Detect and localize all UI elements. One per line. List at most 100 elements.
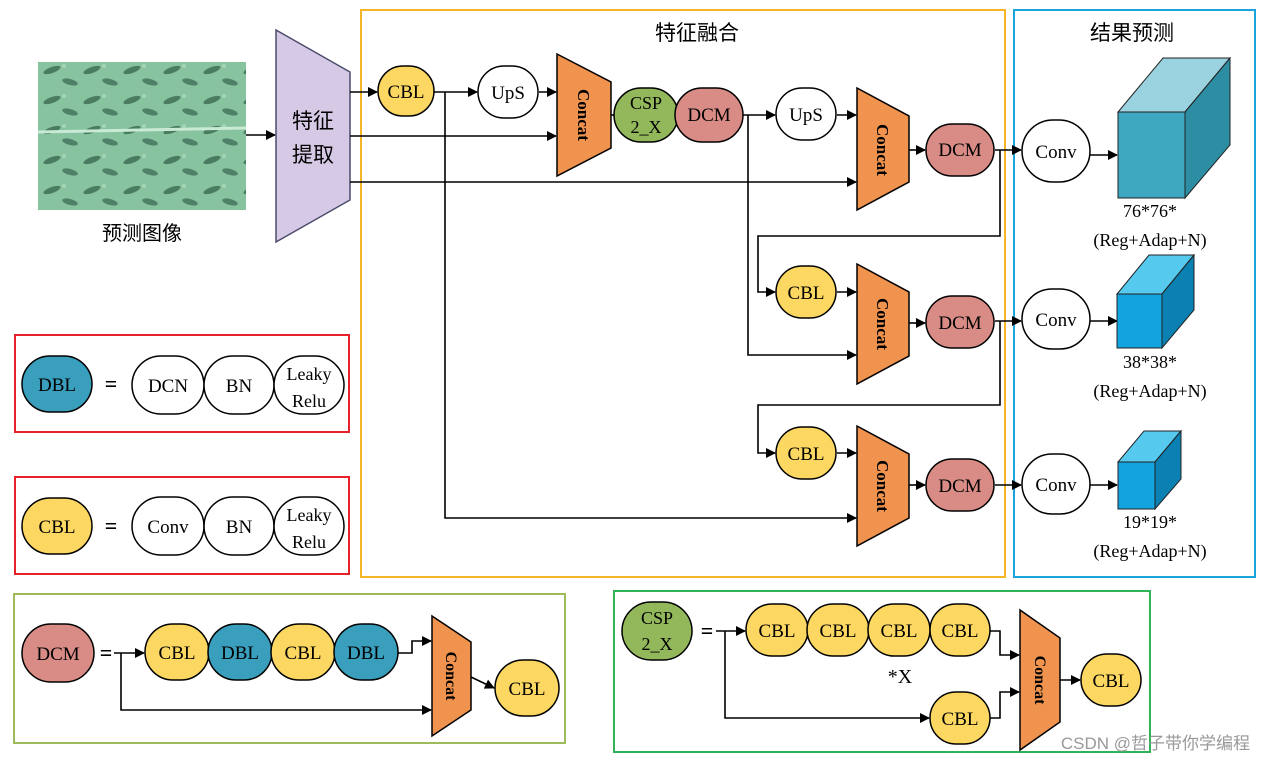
legend-csp-cbl-5 xyxy=(929,691,991,745)
legend-dcm-cbl-out xyxy=(494,659,560,717)
fusion-concat-1-label: Concat xyxy=(574,89,593,141)
fusion-cbl-mid xyxy=(775,265,837,319)
fusion-ups-1-label: UpS xyxy=(491,83,525,104)
input-image-caption: 预测图像 xyxy=(102,221,182,245)
fusion-dcm-3-label: DCM xyxy=(938,313,981,334)
legend-csp-cbl-4 xyxy=(929,603,991,657)
legend-dcm-cbl-1-label: CBL xyxy=(159,643,196,664)
legend-dbl-box xyxy=(14,334,350,433)
input-image xyxy=(37,62,247,210)
output-2-desc: (Reg+Adap+N) xyxy=(1093,381,1206,402)
legend-cbl-equals: = xyxy=(105,513,118,538)
legend-dbl-label: DBL xyxy=(38,375,76,396)
legend-csp-connections xyxy=(716,626,1081,723)
fusion-dcm-1 xyxy=(674,87,744,143)
legend-csp-equals: = xyxy=(701,618,714,643)
fusion-csp-label-line1: CSP xyxy=(630,93,662,113)
fusion-dcm-4 xyxy=(925,458,995,512)
backbone-block xyxy=(275,28,351,244)
legend-dcm-concat xyxy=(431,614,472,738)
legend-dcm-label: DCM xyxy=(36,644,79,665)
legend-csp-cbl-out xyxy=(1080,653,1142,707)
legend-csp-label-line1: CSP xyxy=(641,608,673,628)
result-title: 结果预测 xyxy=(1090,21,1174,45)
fusion-concat-4-label: Concat xyxy=(873,460,892,512)
legend-csp-cbl-1-label: CBL xyxy=(759,621,796,642)
legend-dbl-leaky-line1: Leaky xyxy=(287,364,332,384)
fusion-cbl-bottom xyxy=(775,426,837,480)
fusion-dcm-1-label: DCM xyxy=(687,105,730,126)
legend-dbl-dcn-label: DCN xyxy=(148,376,188,397)
result-conv-2-label: Conv xyxy=(1035,310,1077,331)
legend-dcm-dbl-1-label: DBL xyxy=(221,643,259,664)
fusion-dcm-2 xyxy=(925,123,995,177)
fusion-csp-label-line2: 2_X xyxy=(631,117,662,137)
legend-dbl-node xyxy=(21,355,93,413)
fusion-concat-4 xyxy=(856,424,910,548)
legend-csp-box xyxy=(613,590,1151,753)
legend-cbl-conv-label: Conv xyxy=(147,517,189,538)
legend-csp-repeat: *X xyxy=(888,666,913,688)
fusion-ups-1 xyxy=(477,65,539,119)
legend-dcm-cbl-out-label: CBL xyxy=(509,679,546,700)
legend-csp-cbl-out-label: CBL xyxy=(1093,671,1130,692)
legend-dcm-connections xyxy=(114,636,495,715)
fusion-title: 特征融合 xyxy=(655,21,739,45)
legend-cbl-label: CBL xyxy=(39,517,76,538)
legend-cbl-leaky-line1: Leaky xyxy=(287,505,332,525)
fusion-dcm-4-label: DCM xyxy=(938,476,981,497)
output-2-size: 38*38* xyxy=(1123,352,1177,372)
fusion-concat-3-label: Concat xyxy=(873,298,892,350)
legend-csp-label-line2: 2_X xyxy=(642,634,673,654)
fusion-concat-3 xyxy=(856,262,910,386)
fusion-panel xyxy=(360,9,1006,578)
fusion-cbl-mid-label: CBL xyxy=(788,283,825,304)
legend-dbl-equals: = xyxy=(105,371,118,396)
legend-csp-cbl-5-label: CBL xyxy=(942,709,979,730)
legend-cbl-bn-label: BN xyxy=(226,517,253,538)
output-cube-large xyxy=(1116,56,1232,200)
fusion-cbl-top-label: CBL xyxy=(388,82,425,103)
watermark: CSDN @哲子带你学编程 xyxy=(1061,734,1250,753)
legend-dcm-node xyxy=(21,623,95,683)
output-cube-small xyxy=(1116,429,1183,511)
legend-dcm-concat-label: Concat xyxy=(442,652,459,702)
legend-dcm-dbl-2-label: DBL xyxy=(347,643,385,664)
fusion-cbl-top xyxy=(377,65,435,117)
legend-dbl-bn-label: BN xyxy=(226,376,253,397)
output-cube-medium xyxy=(1115,253,1196,350)
result-conv-1-label: Conv xyxy=(1035,142,1077,163)
output-3-size: 19*19* xyxy=(1123,512,1177,532)
fusion-ups-2 xyxy=(775,87,837,141)
fusion-cbl-bottom-label: CBL xyxy=(788,444,825,465)
backbone-label-line2: 提取 xyxy=(292,143,334,167)
legend-dcm-dbl-2 xyxy=(333,623,399,681)
result-conv-2 xyxy=(1021,288,1091,350)
result-conv-3-label: Conv xyxy=(1035,475,1077,496)
fusion-connections xyxy=(350,87,1118,523)
fusion-concat-2-label: Concat xyxy=(873,124,892,176)
legend-dcm-equals: = xyxy=(100,640,113,665)
result-panel xyxy=(1013,9,1256,578)
fusion-concat-1 xyxy=(556,52,612,178)
fusion-dcm-2-label: DCM xyxy=(938,140,981,161)
output-1-desc: (Reg+Adap+N) xyxy=(1093,230,1206,251)
legend-csp-node xyxy=(621,601,693,661)
legend-csp-cbl-2-label: CBL xyxy=(820,621,857,642)
fusion-dcm-3 xyxy=(925,295,995,349)
fusion-ups-2-label: UpS xyxy=(789,105,823,126)
legend-cbl-node xyxy=(21,497,93,555)
legend-csp-cbl-3-label: CBL xyxy=(881,621,918,642)
legend-cbl-leaky-line2: Relu xyxy=(292,532,326,552)
legend-csp-cbl-4-label: CBL xyxy=(942,621,979,642)
backbone-label-line1: 特征 xyxy=(292,109,334,133)
legend-dbl-leaky-line2: Relu xyxy=(292,391,326,411)
legend-csp-concat-label: Concat xyxy=(1031,656,1048,706)
result-conv-3 xyxy=(1021,453,1091,515)
legend-cbl-leaky xyxy=(273,496,345,556)
output-3-desc: (Reg+Adap+N) xyxy=(1093,541,1206,562)
fusion-concat-2 xyxy=(856,86,910,212)
result-conv-1 xyxy=(1021,119,1091,183)
legend-dcm-cbl-2-label: CBL xyxy=(285,643,322,664)
